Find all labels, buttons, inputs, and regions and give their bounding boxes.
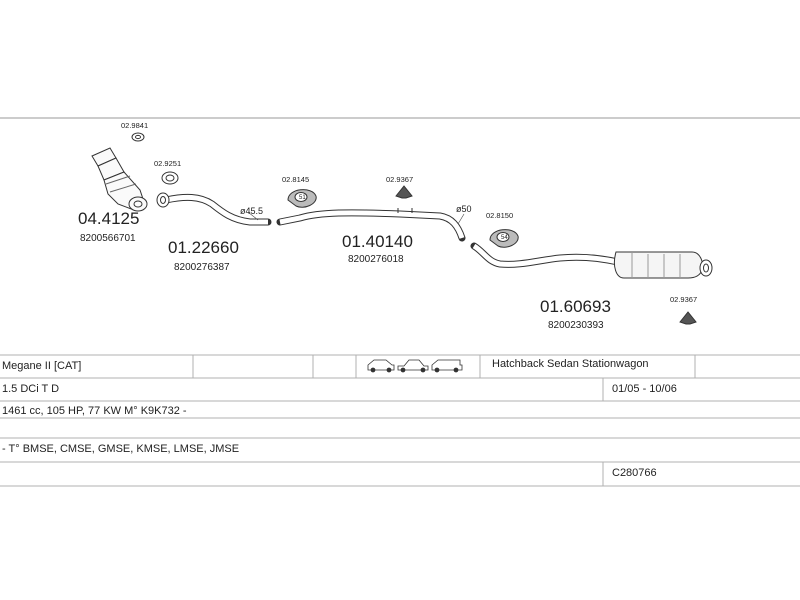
rear-muffler-drawing — [470, 242, 713, 279]
engine-specs: 1461 cc, 105 HP, 77 KW M° K9K732 - — [2, 405, 187, 417]
stationwagon-icon — [431, 359, 463, 373]
diameter-label-45-5: ø45.5 — [240, 206, 263, 216]
diameter-label-50: ø50 — [456, 204, 472, 214]
hanger-label-51: 51 — [299, 195, 306, 201]
catalog-number: C280766 — [612, 467, 657, 479]
mounting-clip-drawing — [395, 185, 413, 199]
catalytic-converter-drawing — [91, 147, 148, 212]
part-number-01-40140: 01.40140 — [342, 232, 413, 251]
accessory-code-02-9251: 02.9251 — [154, 159, 181, 168]
accessory-code-02-8150: 02.8150 — [486, 211, 513, 220]
part-number-01-22660: 01.22660 — [168, 238, 239, 257]
front-pipe-drawing — [156, 192, 272, 226]
engine: 1.5 DCi T D — [2, 383, 60, 395]
accessory-code-02-9367: 02.9367 — [386, 175, 413, 184]
model-name: Megane II [CAT] — [2, 360, 82, 372]
body-types: Hatchback Sedan Stationwagon — [492, 358, 649, 370]
rubber-hanger-54-drawing — [489, 229, 519, 248]
accessory-code-02-9841: 02.9841 — [121, 121, 148, 130]
accessory-code-02-9367-rear: 02.9367 — [670, 295, 697, 304]
rubber-hanger-51-drawing — [287, 189, 317, 208]
vehicle-table-grid — [0, 354, 800, 487]
oem-number-8200276387: 8200276387 — [174, 262, 230, 273]
middle-pipe-drawing — [276, 208, 466, 242]
gasket-drawing — [131, 132, 145, 142]
accessory-code-02-8145: 02.8145 — [282, 175, 309, 184]
leader-lines — [247, 211, 465, 225]
type-codes: - T° BMSE, CMSE, GMSE, KMSE, LMSE, JMSE — [2, 443, 240, 455]
oem-number-8200230393: 8200230393 — [548, 320, 604, 331]
oem-number-8200566701: 8200566701 — [80, 233, 136, 244]
part-number-04-4125: 04.4125 — [78, 209, 139, 228]
production-dates: 01/05 - 10/06 — [612, 383, 677, 395]
rear-mounting-clip-drawing — [679, 311, 697, 325]
sedan-icon — [397, 359, 429, 373]
oem-number-8200276018: 8200276018 — [348, 254, 404, 265]
part-number-01-60693: 01.60693 — [540, 297, 611, 316]
body-type-icons — [367, 359, 463, 373]
hatchback-icon — [367, 359, 395, 373]
seal-ring-drawing — [161, 171, 179, 185]
hanger-label-54: 54 — [501, 235, 508, 241]
